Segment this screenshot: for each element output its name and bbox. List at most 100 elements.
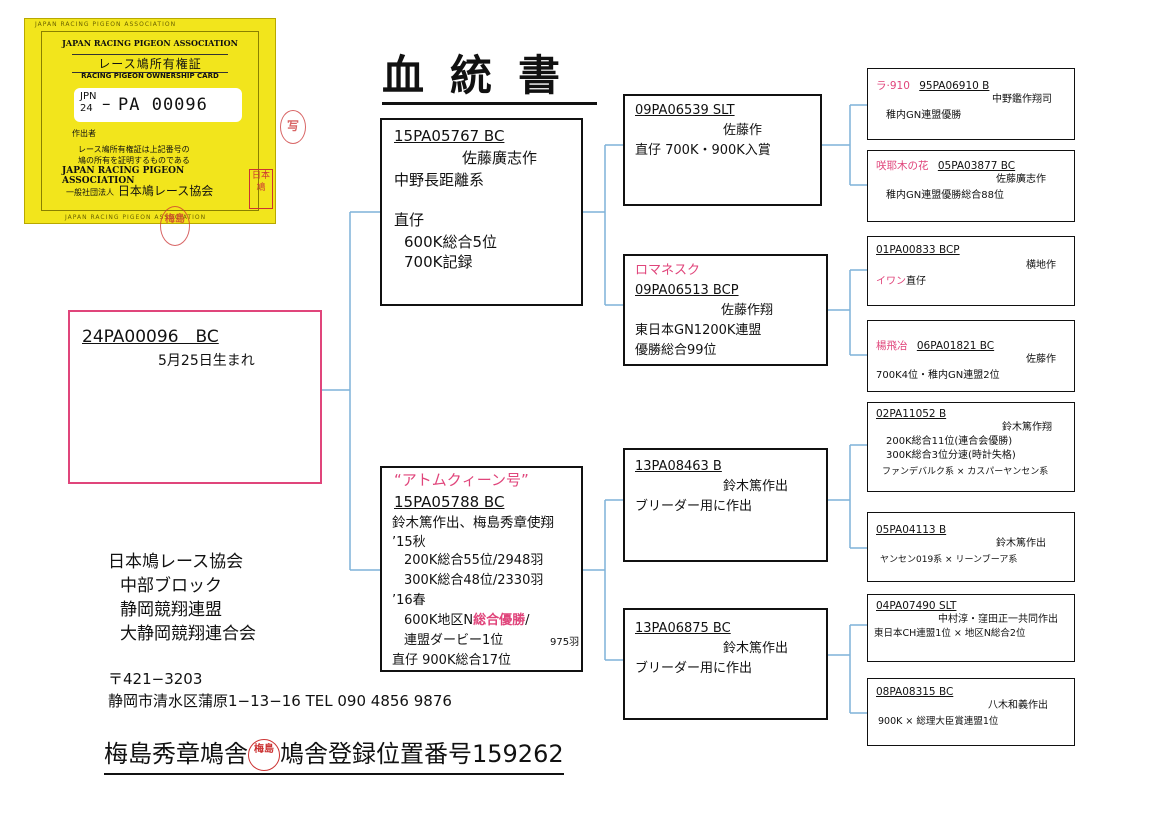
card-association-bottom: JAPAN RACING PIGEON ASSOCIATION	[62, 166, 185, 186]
ds-note: ブリーダー用に作出	[635, 499, 753, 514]
ggp2-name: 咲耶木の花	[876, 160, 929, 172]
card-inner-frame: JAPAN RACING PIGEON ASSOCIATION レース鳩所有権証…	[41, 31, 259, 211]
ggp-box-7: 04PA07490 SLT 中村淳・窪田正一共同作出 東日本CH連盟1位 × 地…	[867, 594, 1075, 662]
dam-result-2: 300K総合48位/2330羽	[404, 573, 544, 588]
ggp4-ring: 06PA01821 BC	[916, 340, 995, 352]
card-edge-text-top: JAPAN RACING PIGEON ASSOCIATION	[35, 21, 177, 28]
card-corporation: 一般社団法人 日本鳩レース協会	[66, 184, 214, 198]
dam-box: “アトムクィーン号” 15PA05788 BC 鈴木篤作出、梅島秀章使翔 ’15…	[380, 466, 583, 672]
sire-sire-box: 09PA06539 SLT 佐藤作 直仔 700K・900K入賞	[623, 94, 822, 206]
sire-note-label: 直仔	[394, 211, 425, 229]
dam-name: “アトムクィーン号”	[394, 471, 529, 489]
dam-result-1: 200K総合55位/2948羽	[404, 553, 544, 568]
card-title-ja: レース鳩所有権証	[72, 54, 228, 73]
ggp3-note-highlight: イワン	[876, 276, 906, 287]
card-dash: –	[102, 94, 111, 114]
ggp-box-4: 楊飛冶 06PA01821 BC 佐藤作 700K4位・稚内GN連盟2位	[867, 320, 1075, 392]
subject-box: 24PA00096 BC 5月25日生まれ	[68, 310, 322, 484]
association-block: 日本鳩レース協会 中部ブロック 静岡競翔連盟 大静岡競翔連合会	[108, 550, 256, 646]
ggp-box-1: ラ·910 95PA06910 B 中野鑑作翔司 稚内GN連盟優勝	[867, 68, 1075, 140]
sire-box: 15PA05767 BC 佐藤廣志作 中野長距離系 直仔 600K総合5位 70…	[380, 118, 583, 306]
postal-code: 〒421−3203	[108, 670, 203, 688]
ggp5-ring: 02PA11052 B	[876, 408, 947, 420]
card-red-seal: 日本鳩	[249, 169, 273, 209]
dam-result-5: 直仔 900K総合17位	[392, 653, 512, 668]
association-line-3: 静岡競翔連盟	[120, 600, 222, 620]
association-line-2: 中部ブロック	[120, 576, 222, 596]
dam-result-4-count: 975羽	[550, 637, 580, 648]
ggp6-ring: 05PA04113 B	[876, 524, 947, 536]
dd-breeder: 鈴木篤作出	[723, 641, 789, 656]
ggp5-note-1: 200K総合11位(連合会優勝)	[886, 436, 1013, 447]
address-line: 静岡市清水区蒲原1−13−16 TEL 090 4856 9876	[108, 692, 452, 710]
ss-note: 直仔 700K・900K入賞	[635, 143, 771, 158]
ggp7-note: 東日本CH連盟1位 × 地区N総合2位	[874, 628, 1026, 639]
ggp-box-8: 08PA08315 BC 八木和義作出 900K × 総理大臣賞連盟1位	[867, 678, 1075, 746]
ggp-box-5: 02PA11052 B 鈴木篤作翔 200K総合11位(連合会優勝) 300K総…	[867, 402, 1075, 492]
ggp6-breeder: 鈴木篤作出	[996, 538, 1046, 549]
subject-ring: 24PA00096 BC	[82, 327, 219, 347]
ss-ring: 09PA06539 SLT	[635, 103, 735, 118]
ggp1-ring: 95PA06910 B	[919, 80, 990, 92]
card-edge-text-bottom: JAPAN RACING PIGEON ASSOCIATION	[65, 214, 207, 221]
ggp7-ring: 04PA07490 SLT	[876, 600, 957, 612]
sd-ring: 09PA06513 BCP	[635, 283, 739, 298]
dam-season-2: ’16春	[392, 593, 426, 608]
card-number-box: JPN 24 – PA 00096	[74, 88, 242, 122]
dd-note: ブリーダー用に作出	[635, 661, 753, 676]
loft-registration: 梅島秀章鳩舎梅島鳩舎登録位置番号159262	[104, 734, 564, 775]
ggp6-note: ヤンセン019系 × リーンブーア系	[880, 555, 1018, 565]
ownership-card: JAPAN RACING PIGEON ASSOCIATION JAPAN RA…	[24, 18, 276, 224]
ggp4-name: 楊飛冶	[876, 340, 908, 352]
subject-birth: 5月25日生まれ	[158, 353, 255, 369]
ggp3-note: 直仔	[906, 276, 926, 287]
loft-name: 梅島秀章鳩舎	[104, 740, 248, 768]
sd-name: ロマネスク	[635, 263, 701, 278]
ggp5-breeder: 鈴木篤作翔	[1002, 422, 1052, 433]
association-line-4: 大静岡競翔連合会	[120, 624, 256, 644]
ggp1-note: 稚内GN連盟優勝	[886, 110, 962, 121]
dam-breeder: 鈴木篤作出、梅島秀章使翔	[392, 515, 554, 531]
ggp5-note-2: 300K総合3位分速(時計失格)	[886, 450, 1016, 461]
ggp-box-3: 01PA00833 BCP 横地作 イワン直仔	[867, 236, 1075, 306]
sd-result-1: 東日本GN1200K連盟	[635, 323, 762, 338]
loft-reg-number: 鳩舎登録位置番号159262	[280, 740, 564, 768]
ggp1-breeder: 中野鑑作翔司	[992, 94, 1052, 105]
dam-dam-box: 13PA06875 BC 鈴木篤作出 ブリーダー用に作出	[623, 608, 828, 720]
ggp2-breeder: 佐藤廣志作	[996, 174, 1046, 185]
ggp7-breeder: 中村淳・窪田正一共同作出	[938, 614, 1058, 625]
card-jpn: JPN	[80, 91, 97, 102]
card-description: レース鳩所有権証は上記番号の 鳩の所有を証明するものである	[78, 145, 190, 165]
dam-ring: 15PA05788 BC	[394, 493, 505, 511]
card-year: 24	[80, 103, 93, 114]
card-title-en: RACING PIGEON OWNERSHIP CARD	[81, 72, 219, 80]
sire-breeder: 佐藤廣志作	[462, 149, 538, 167]
association-line-1: 日本鳩レース協会	[108, 552, 244, 572]
dd-ring: 13PA06875 BC	[635, 621, 731, 636]
ggp8-ring: 08PA08315 BC	[876, 686, 954, 698]
ggp-box-2: 咲耶木の花 05PA03877 BC 佐藤廣志作 稚内GN連盟優勝総合88位	[867, 150, 1075, 222]
dam-result-3-highlight: 総合優勝	[473, 613, 526, 628]
loft-seal: 梅島	[248, 739, 280, 771]
card-pa-number: PA 00096	[118, 95, 208, 115]
ggp4-breeder: 佐藤作	[1026, 354, 1056, 365]
ggp2-ring: 05PA03877 BC	[937, 160, 1016, 172]
card-maker-label: 作出者	[72, 129, 96, 138]
dam-result-3: 600K地区N総合優勝/	[404, 613, 530, 628]
ss-breeder: 佐藤作	[723, 123, 763, 138]
dam-sire-box: 13PA08463 B 鈴木篤作出 ブリーダー用に作出	[623, 448, 828, 562]
ggp3-breeder: 横地作	[1026, 260, 1056, 271]
ggp-box-6: 05PA04113 B 鈴木篤作出 ヤンセン019系 × リーンブーア系	[867, 512, 1075, 582]
sire-line: 中野長距離系	[394, 171, 485, 189]
ggp5-note-3: ファンデバルク系 × カスパーヤンセン系	[882, 467, 1049, 477]
card-association-top: JAPAN RACING PIGEON ASSOCIATION	[62, 38, 238, 48]
ggp8-breeder: 八木和義作出	[988, 700, 1048, 711]
document-title: 血統書	[382, 50, 597, 105]
ds-breeder: 鈴木篤作出	[723, 479, 789, 494]
sire-result-2: 700K記録	[404, 253, 473, 271]
ggp3-ring: 01PA00833 BCP	[876, 244, 960, 256]
dam-season-1: ’15秋	[392, 535, 426, 550]
stamp-seal-right: 写	[280, 110, 306, 144]
ds-ring: 13PA08463 B	[635, 459, 722, 474]
